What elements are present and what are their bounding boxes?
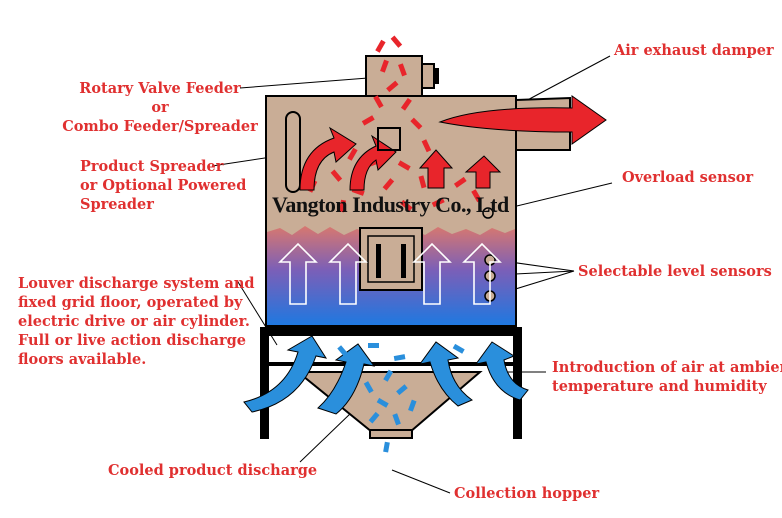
label-line: floors available. bbox=[18, 351, 147, 368]
cooled-pellets bbox=[295, 340, 465, 453]
label-line: Louver discharge system and bbox=[18, 275, 255, 292]
overload-sensor bbox=[482, 207, 494, 219]
label-collection-hopper: Collection hopper bbox=[454, 485, 600, 502]
product-pellets bbox=[307, 35, 482, 213]
watermark-text: Vangton Industry Co., Ltd bbox=[272, 192, 509, 217]
leader-lines bbox=[211, 55, 613, 494]
label-level-sensors: Selectable level sensors bbox=[578, 263, 772, 280]
label-product-spreader: Product Spreader or Optional Powered Spr… bbox=[80, 157, 246, 214]
label-line: temperature and humidity bbox=[552, 378, 767, 395]
label-overload-sensor: Overload sensor bbox=[622, 169, 754, 186]
label-line: or bbox=[151, 99, 169, 116]
support-frame bbox=[260, 327, 522, 439]
label-air-exhaust-damper: Air exhaust damper bbox=[614, 42, 774, 59]
label-louver-discharge: Louver discharge system and fixed grid f… bbox=[18, 274, 255, 369]
label-line: Introduction of air at ambient bbox=[552, 359, 782, 376]
label-air-introduction: Introduction of air at ambient temperatu… bbox=[552, 358, 782, 396]
label-line: Rotary Valve Feeder bbox=[79, 80, 241, 97]
product-spreader bbox=[377, 127, 401, 151]
label-rotary-valve-feeder: Rotary Valve Feeder or Combo Feeder/Spre… bbox=[60, 79, 260, 136]
rotary-valve-feeder bbox=[365, 55, 439, 97]
label-line: Combo Feeder/Spreader bbox=[62, 118, 258, 135]
label-cooled-product-discharge: Cooled product discharge bbox=[108, 462, 318, 479]
label-line: Spreader bbox=[80, 196, 154, 213]
level-gauge bbox=[285, 111, 301, 193]
label-line: or Optional Powered bbox=[80, 177, 247, 194]
label-line: Product Spreader bbox=[80, 158, 224, 175]
sight-window bbox=[359, 227, 423, 291]
label-line: electric drive or air cylinder. bbox=[18, 313, 250, 330]
discharge-spout bbox=[369, 429, 413, 439]
exhaust-arrow bbox=[438, 95, 607, 145]
label-line: Full or live action discharge bbox=[18, 332, 246, 349]
air-intake-arrows bbox=[243, 335, 529, 415]
bed-air-arrows bbox=[278, 242, 502, 305]
label-line: fixed grid floor, operated by bbox=[18, 294, 243, 311]
